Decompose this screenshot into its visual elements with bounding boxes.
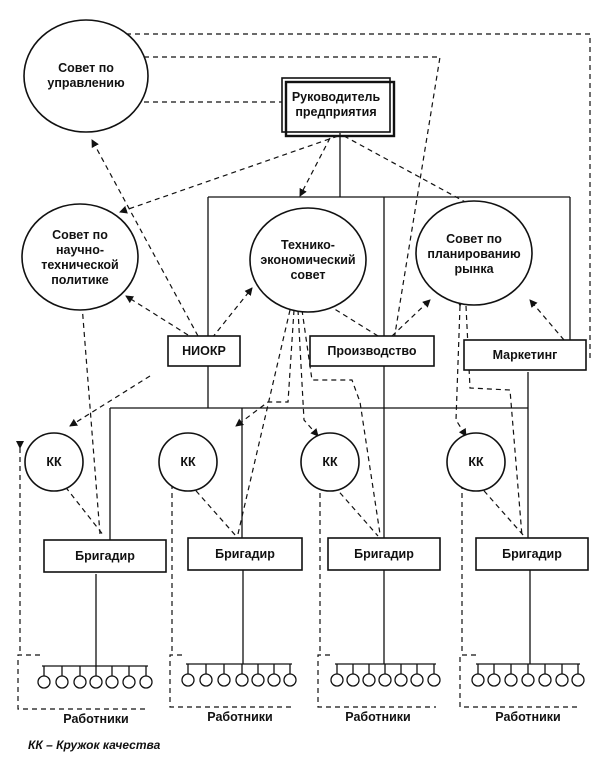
node-marketing: Маркетинг	[492, 347, 558, 362]
node-brigadir-3: Бригадир	[354, 546, 414, 561]
node-niokr: НИОКР	[182, 343, 226, 358]
label-rabotniki-4: Работники	[495, 710, 561, 724]
workers-group-1	[37, 666, 153, 689]
label-rabotniki-1: Работники	[63, 712, 129, 726]
node-brigadir-1: Бригадир	[75, 548, 135, 563]
solid-connectors	[42, 133, 580, 667]
node-kk-4: КК	[468, 454, 484, 469]
node-sovet-rynok: Совет по планированию рынка	[427, 231, 521, 276]
node-tekhniko-ekon-sovet: Технико- экономический совет	[260, 237, 356, 282]
label-rabotniki-3: Работники	[345, 710, 411, 724]
node-kk-3: КК	[322, 454, 338, 469]
node-kk-2: КК	[180, 454, 196, 469]
workers-group-3	[330, 664, 441, 687]
node-kk-1: КК	[46, 454, 62, 469]
label-rabotniki-2: Работники	[207, 710, 273, 724]
workers-group-4	[471, 664, 585, 687]
legend-text: КК – Кружок качества	[28, 738, 161, 752]
node-sovet-upravleniyu: Совет по управлению	[47, 61, 125, 90]
unit-boxes	[43, 77, 589, 573]
node-proizvodstvo: Производство	[327, 343, 417, 358]
node-brigadir-2: Бригадир	[215, 546, 275, 561]
dashed-connectors	[16, 30, 591, 710]
council-ellipses	[21, 19, 533, 492]
node-sovet-nt-politike: Совет по научно- технической политике	[41, 228, 119, 287]
node-rukovoditel: Руководитель предприятия	[291, 90, 381, 119]
node-brigadir-4: Бригадир	[502, 546, 562, 561]
workers-group-2	[181, 664, 297, 687]
worker-circles	[37, 664, 585, 689]
